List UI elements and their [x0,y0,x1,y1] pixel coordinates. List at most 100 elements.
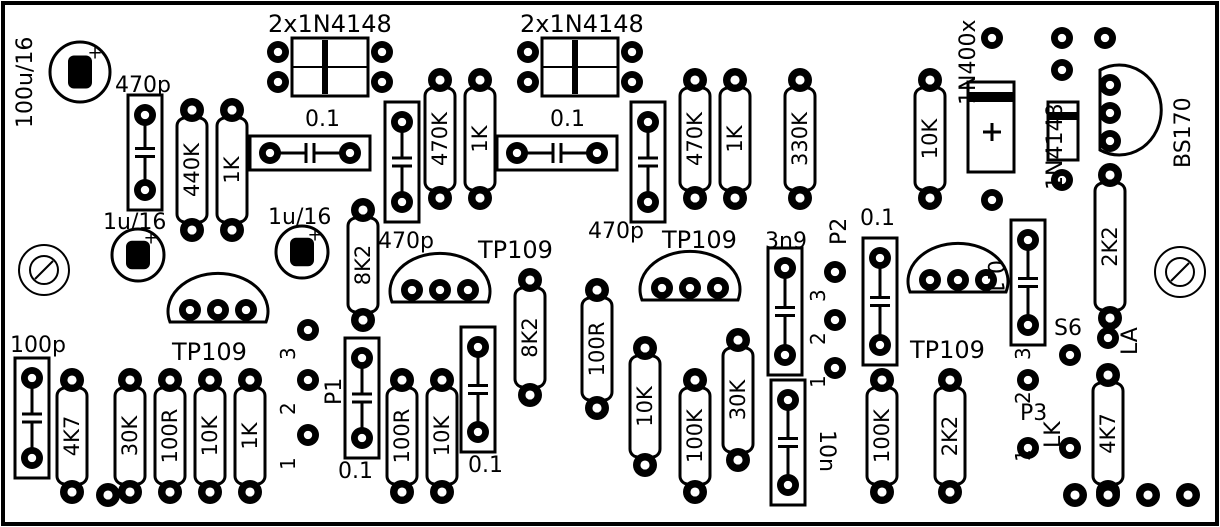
pad-hole [525,390,535,400]
pad-hole [358,315,368,325]
pad-hole [795,193,805,203]
pad-hole [407,285,417,295]
pad-hole [1023,320,1033,330]
resistor-value: 330K [788,111,812,166]
resistor-value: 470K [428,111,452,166]
pad-hole [685,283,695,293]
pad-hole [640,343,650,353]
resistor-value: 30K [726,379,750,421]
mounting-hole-slash [1170,262,1190,282]
pad-hole [213,305,223,315]
resistor-value: 4K7 [1096,413,1120,454]
pad-hole [627,47,637,57]
pad-hole [525,275,535,285]
mounting-hole-slash [34,260,54,280]
pad-hole [205,487,215,497]
pad-hole [592,285,602,295]
label-p2-pin3: 3 [806,289,830,302]
label-cap-470p-c: 470p [588,219,644,244]
label-transistor-bs170: BS170 [1171,97,1196,168]
label-cap-470p-a: 470p [115,73,171,98]
label-p3-pin1: 1 [1011,449,1035,462]
pad-hole [140,185,150,195]
pad-hole [1103,370,1113,380]
pad-hole [1057,175,1067,185]
pad-hole [67,487,77,497]
pad-hole [27,373,37,383]
label-p1-pin1: 1 [276,457,300,470]
resistor-value: 470K [683,111,707,166]
pad-hole [475,75,485,85]
elco-body [68,55,92,89]
pad-hole [987,33,997,43]
pad-hole [273,47,283,57]
resistor-value: 1K [468,124,492,152]
pad-hole [475,193,485,203]
pad-hole [435,193,445,203]
pad-hole [830,315,840,325]
label-p1-pin2: 2 [276,402,300,415]
resistor-value: 1K [723,124,747,152]
pad-hole [185,305,195,315]
resistor-value: 2K2 [938,416,962,457]
resistor-value: 8K2 [518,317,542,358]
pad-hole [1183,490,1193,500]
pad-hole [1103,333,1113,343]
pad-hole [1105,313,1115,323]
diode-band [322,40,328,94]
pad-hole [227,225,237,235]
pad-hole [245,375,255,385]
pad-hole [690,375,700,385]
pad-hole [303,430,313,440]
pad-hole [523,47,533,57]
diode-band [1048,112,1078,120]
pad-hole [953,275,963,285]
pad-hole [987,195,997,205]
label-transistor-4: TP109 [909,336,985,364]
pad-hole [463,285,473,295]
pad-hole [730,75,740,85]
pad-hole [227,105,237,115]
pad-hole [981,275,991,285]
pad-hole [357,353,367,363]
pad-hole [473,427,483,437]
label-diode-1n4148: 1N4148 [1043,104,1068,190]
resistor-value: 10K [430,415,454,457]
pad-hole [125,375,135,385]
resistor-value: 10K [633,385,657,427]
pad-hole [473,342,483,352]
pad-hole [1103,490,1113,500]
resistor-value: 10K [918,118,942,160]
pad-hole [377,47,387,57]
label-switch-lk: LK [1041,421,1066,448]
resistor-value: 8K2 [351,245,375,286]
label-switch-s6: S6 [1054,316,1082,341]
pad-hole [1105,170,1115,180]
diode-band [968,92,1014,102]
pad-hole [1023,375,1033,385]
pad-hole [945,375,955,385]
pad-hole [165,375,175,385]
plus-sign: + [143,227,158,248]
label-transistor-2: TP109 [477,236,553,264]
resistor-value: 1K [238,421,262,449]
label-cap-1u-b: 1u/16 [268,205,331,230]
label-p2-pin2: 2 [806,332,830,345]
pad-hole [187,105,197,115]
pad-hole [780,263,790,273]
label-diode-1n400x: 1N400x [956,20,981,105]
pad-hole [265,148,275,158]
resistor-value: 1K [220,155,244,183]
plus-sign: + [307,224,322,245]
label-cap-10n: 10n [814,430,839,472]
pad-hole [397,487,407,497]
plus-sign: + [87,43,102,64]
label-cap-01-f: 0.1 [982,260,1007,295]
pad-hole [1057,65,1067,75]
elco-body [290,237,314,267]
pad-hole [783,395,793,405]
pad-hole [1023,443,1033,453]
label-cap-01-a: 0.1 [305,107,340,132]
label-transistor-1: TP109 [171,338,247,366]
